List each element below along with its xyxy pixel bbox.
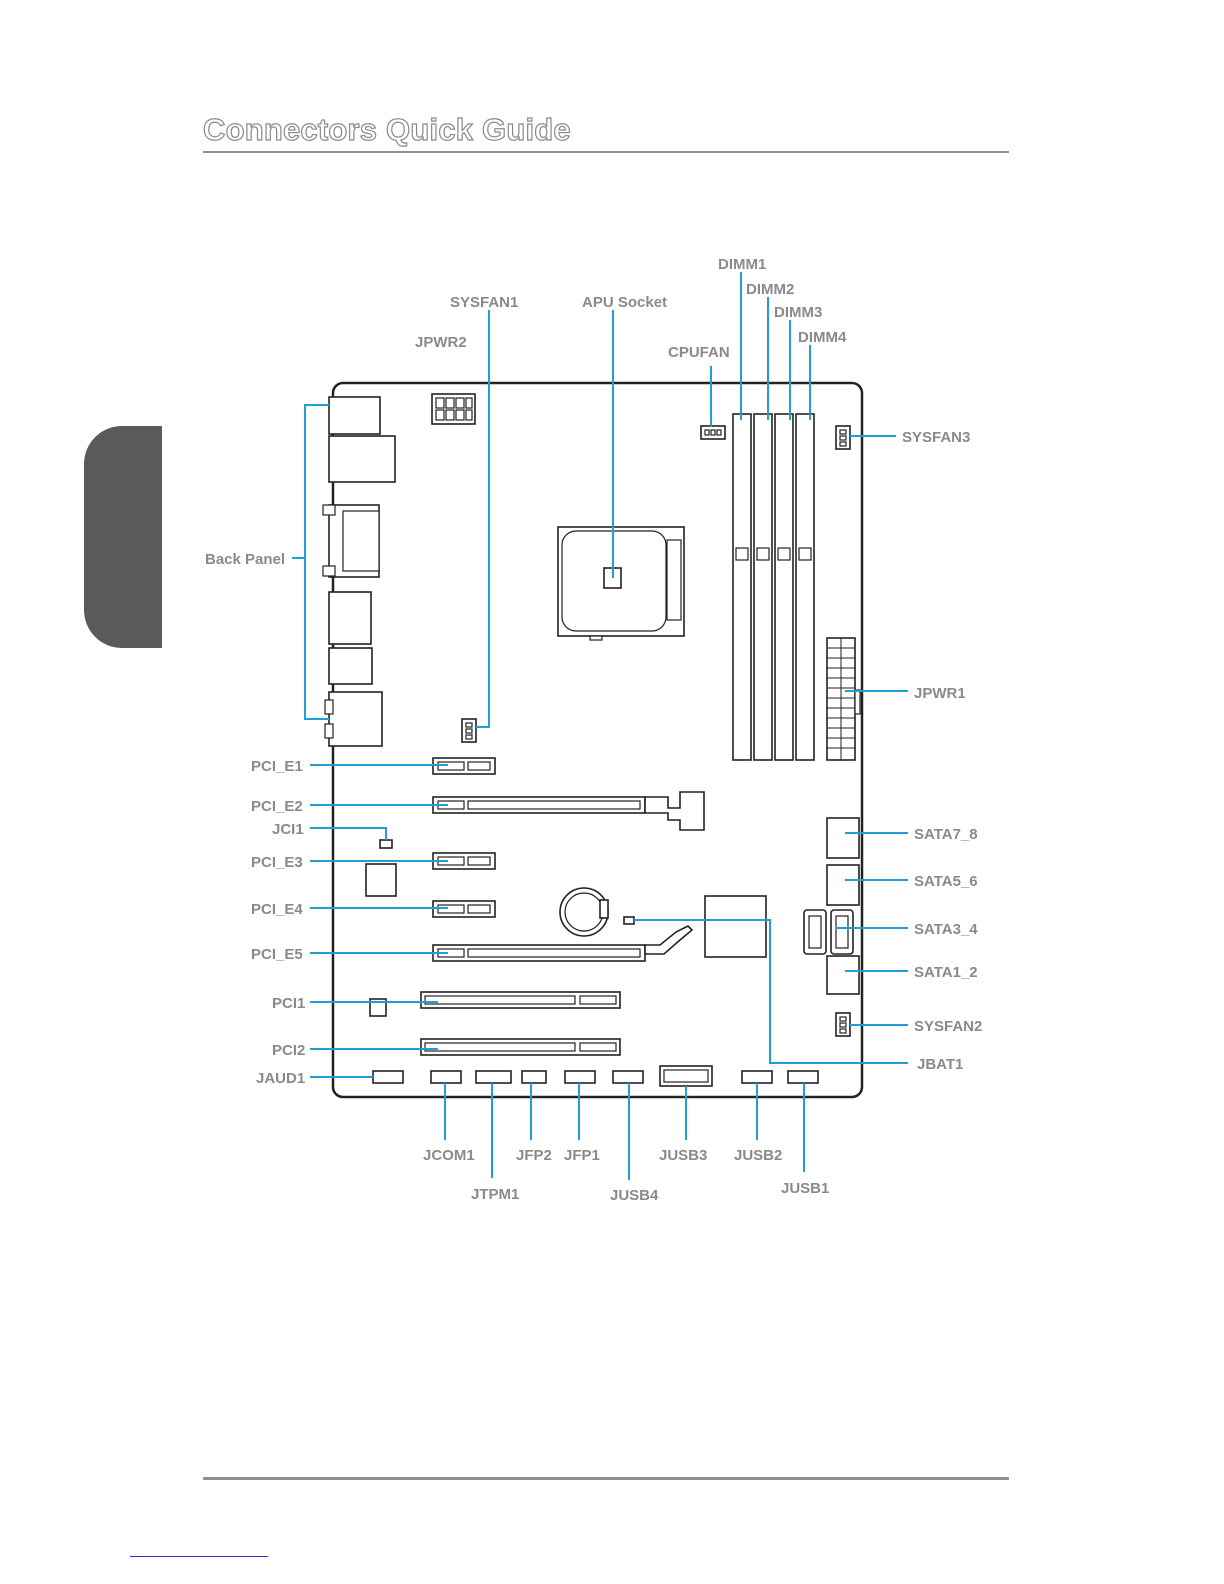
label-jusb2: JUSB2	[734, 1147, 782, 1164]
label-pci-e5: PCI_E5	[251, 946, 303, 963]
label-sysfan2: SYSFAN2	[914, 1018, 982, 1035]
label-jaud1: JAUD1	[256, 1070, 305, 1087]
label-pci1: PCI1	[272, 995, 305, 1012]
label-jusb3: JUSB3	[659, 1147, 707, 1164]
pci2-slot	[421, 1039, 620, 1055]
label-pci2: PCI2	[272, 1042, 305, 1059]
footer-link-underline[interactable]	[130, 1556, 268, 1557]
io-chip	[366, 864, 396, 896]
jpwr1-connector	[827, 638, 860, 760]
cmos-battery	[560, 888, 608, 936]
label-jpwr1: JPWR1	[914, 685, 966, 702]
label-dimm3: DIMM3	[774, 304, 822, 321]
label-sata3-4: SATA3_4	[914, 921, 978, 938]
label-sata7-8: SATA7_8	[914, 826, 978, 843]
label-jusb4: JUSB4	[610, 1187, 659, 1204]
label-jpwr2: JPWR2	[415, 334, 467, 351]
label-pci-e3: PCI_E3	[251, 854, 303, 871]
label-sata1-2: SATA1_2	[914, 964, 978, 981]
footer-divider	[203, 1477, 1009, 1480]
label-apu-socket: APU Socket	[582, 294, 667, 311]
label-jfp1: JFP1	[564, 1147, 600, 1164]
cpufan-header	[701, 426, 725, 439]
label-dimm2: DIMM2	[746, 281, 794, 298]
sysfan2-header	[836, 1013, 850, 1036]
label-jfp2: JFP2	[516, 1147, 552, 1164]
jpwr2-connector	[432, 394, 475, 424]
label-back-panel: Back Panel	[205, 551, 285, 568]
jbat1-jumper	[624, 917, 634, 924]
label-jcom1: JCOM1	[423, 1147, 475, 1164]
sysfan1-header	[462, 719, 476, 742]
pci1-slot	[421, 992, 620, 1008]
label-dimm1: DIMM1	[718, 256, 766, 273]
label-sata5-6: SATA5_6	[914, 873, 978, 890]
label-pci-e2: PCI_E2	[251, 798, 303, 815]
label-jbat1: JBAT1	[917, 1056, 963, 1073]
label-dimm4: DIMM4	[798, 329, 847, 346]
apu-socket	[558, 527, 684, 640]
label-sysfan1: SYSFAN1	[450, 294, 518, 311]
sysfan3-header	[836, 426, 850, 449]
label-pci-e1: PCI_E1	[251, 758, 303, 775]
label-jci1: JCI1	[272, 821, 304, 838]
label-jtpm1: JTPM1	[471, 1186, 519, 1203]
chipset	[705, 896, 766, 957]
label-pci-e4: PCI_E4	[251, 901, 303, 918]
label-cpufan: CPUFAN	[668, 344, 730, 361]
jci1-header	[380, 840, 392, 848]
label-sysfan3: SYSFAN3	[902, 429, 970, 446]
label-jusb1: JUSB1	[781, 1180, 829, 1197]
